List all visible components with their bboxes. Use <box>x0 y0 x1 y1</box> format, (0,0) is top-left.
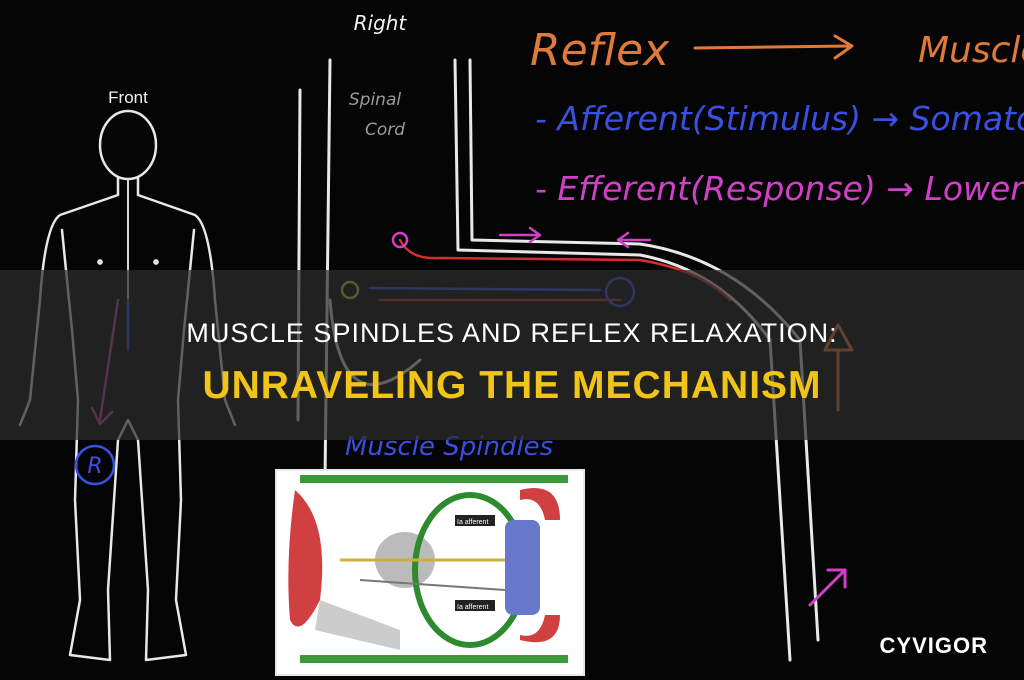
label-spinal-1: Spinal <box>349 90 401 110</box>
heading-reflex: Reflex <box>530 25 670 76</box>
heading-muscle: Muscle <box>918 30 1024 71</box>
title-line-1: MUSCLE SPINDLES AND REFLEX RELAXATION: <box>186 318 838 348</box>
muscle-spindle-inset: Ia afferent Ia afferent <box>275 469 585 676</box>
circled-r-label: R <box>87 454 102 479</box>
magenta-arrow <box>808 568 847 607</box>
line-efferent: - Efferent(Response) → Lower M <box>535 169 1024 208</box>
reflex-arrow <box>693 34 854 60</box>
title-banner <box>0 270 1024 440</box>
line-afferent: - Afferent(Stimulus) → Somatos <box>535 99 1024 138</box>
label-front: Front <box>108 88 148 107</box>
title-line-2: UNRAVELING THE MECHANISM <box>202 364 822 407</box>
label-right: Right <box>354 11 408 35</box>
brand-logo: CYVIGOR <box>879 633 988 658</box>
inset-label-afferent-2: Ia afferent <box>457 604 488 611</box>
inset-label-afferent-1: Ia afferent <box>457 519 488 526</box>
label-spinal-2: Cord <box>365 120 405 140</box>
